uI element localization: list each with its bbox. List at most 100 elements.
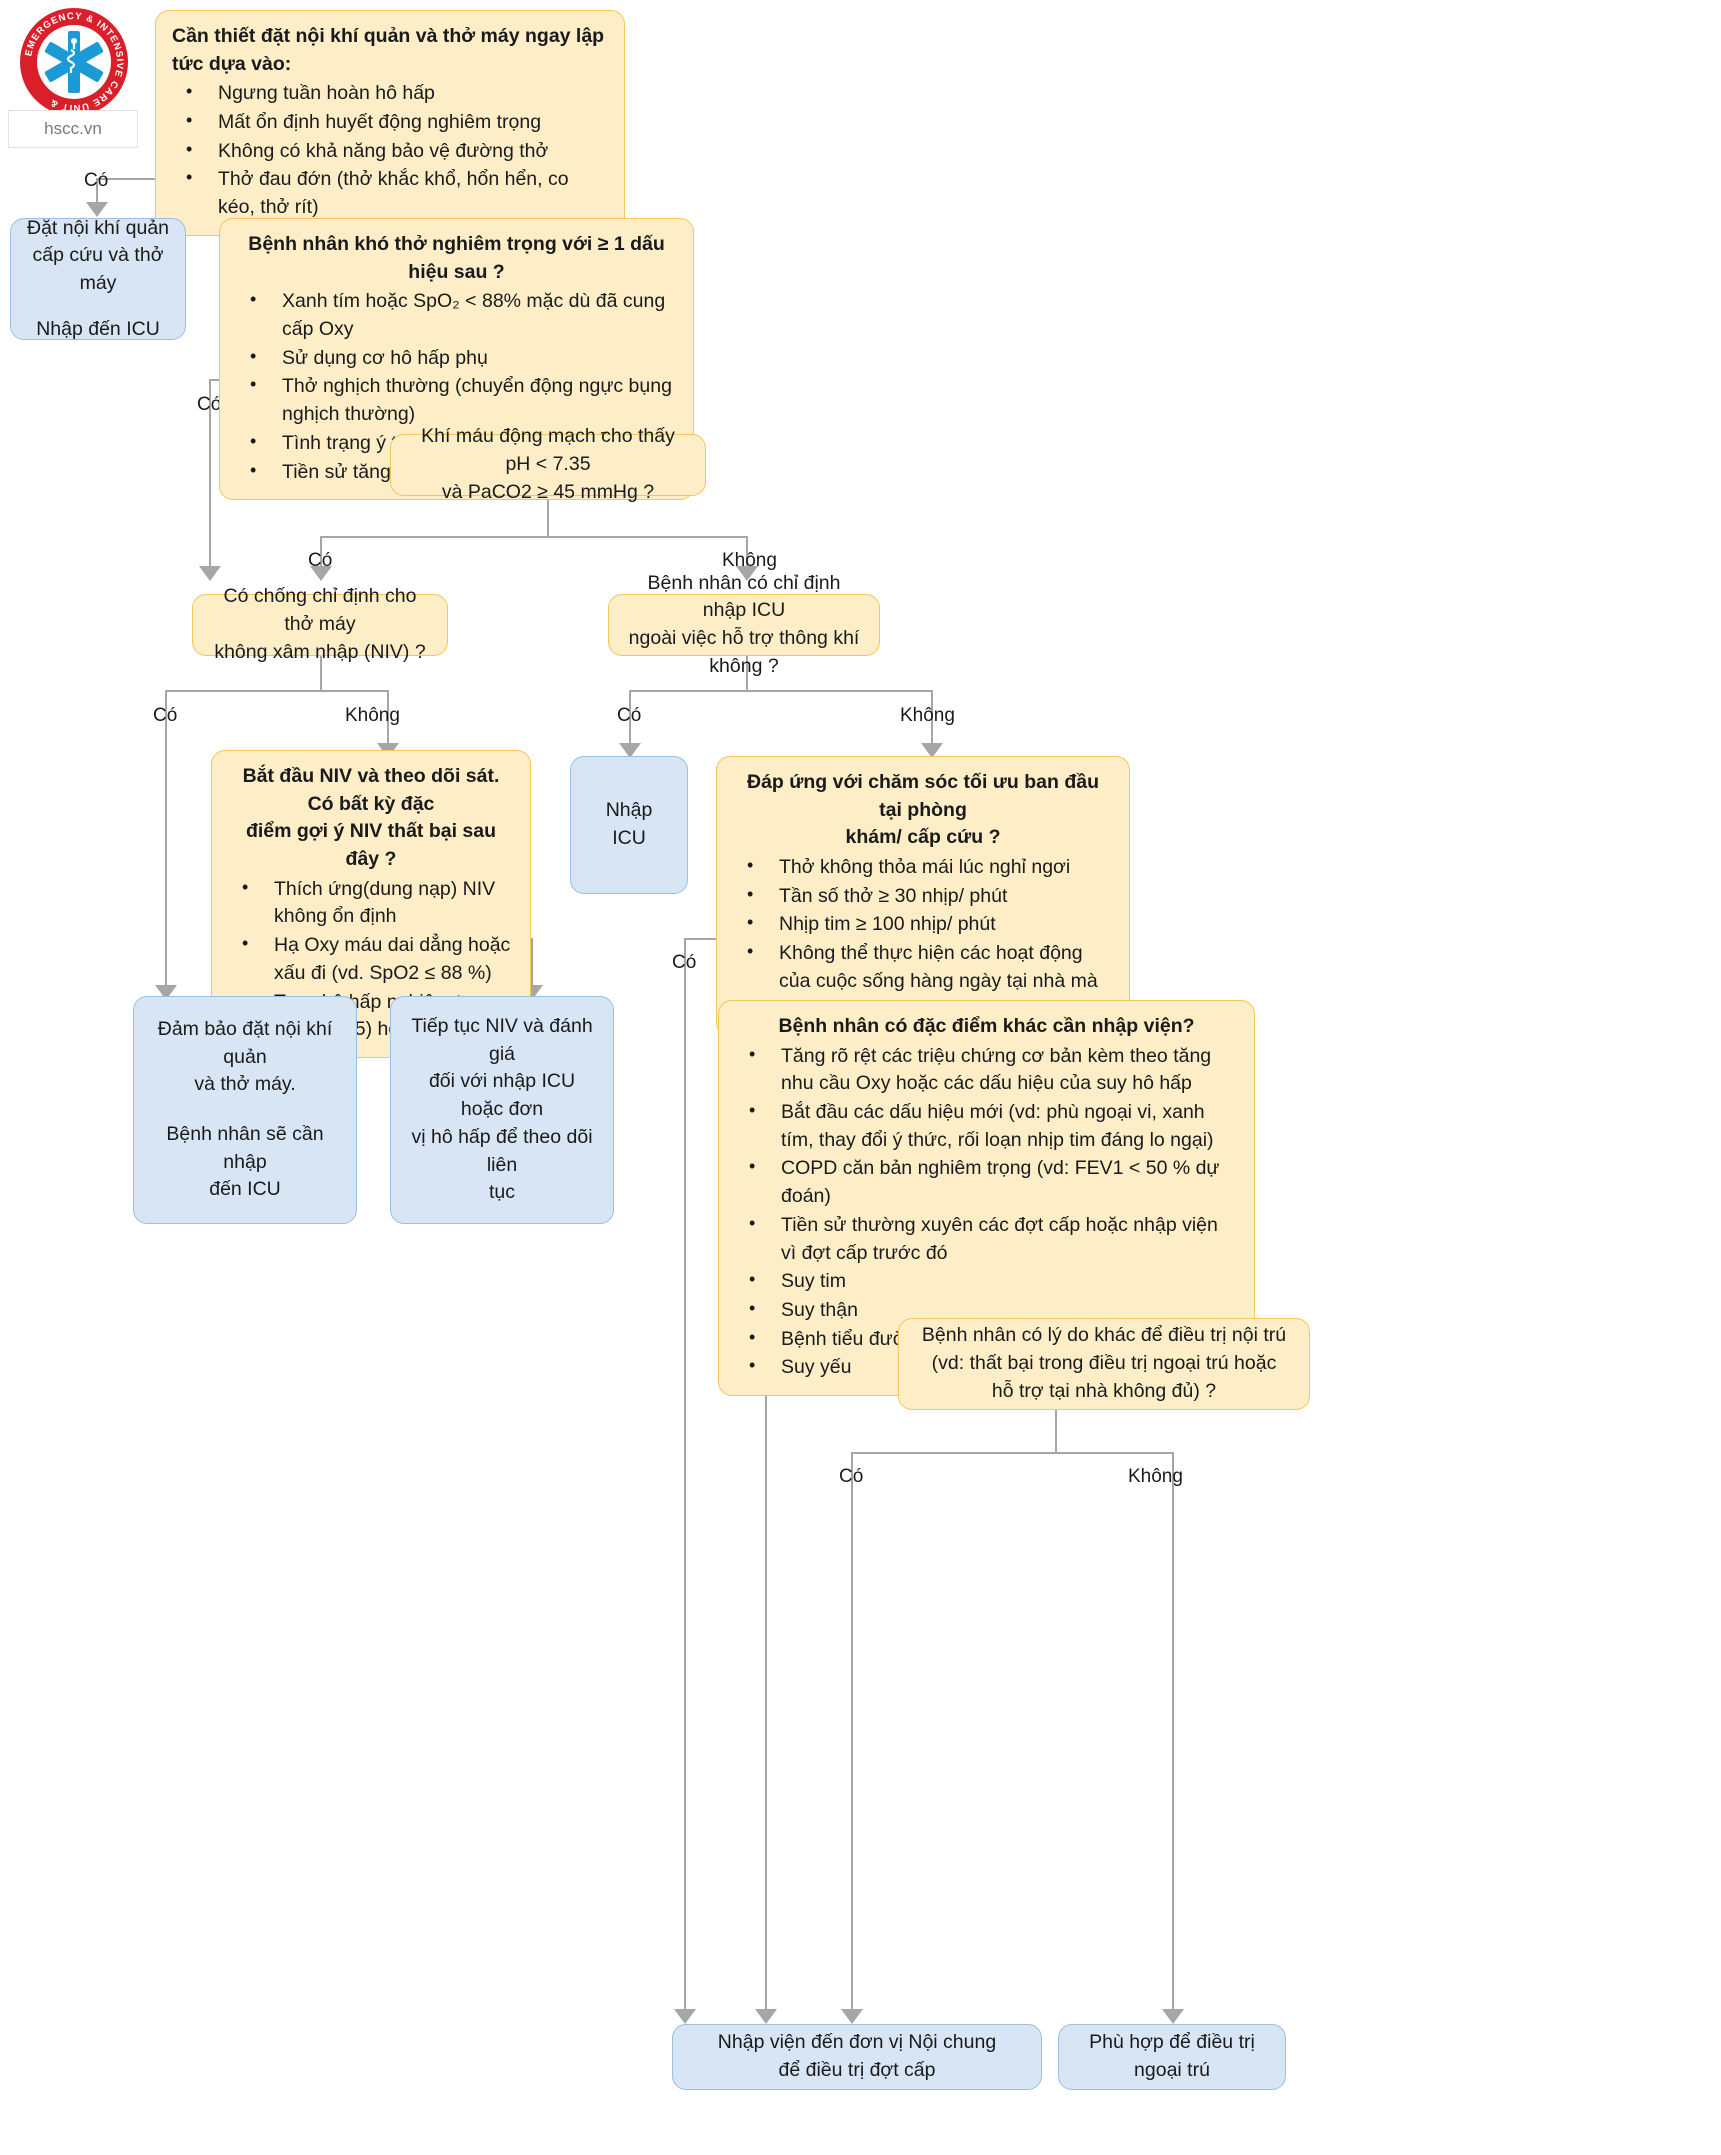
list-item: Thở đau đớn (thở khắc khổ, hổn hển, co k… — [172, 165, 608, 221]
branch-label-no: Không — [345, 705, 400, 726]
node-text-line: Đảm bảo đặt nội khí quản — [157, 1017, 333, 1068]
node-text-line: Tiếp tục NIV và đánh giá — [411, 1015, 593, 1065]
connector-line — [765, 1268, 767, 2014]
node-title-second-line: điểm gợi ý NIV thất bại sau đây ? — [245, 820, 497, 871]
connector-line — [165, 690, 387, 692]
logo-ring: EMERGENCY & INTENSIVE CARE UNIT & — [20, 8, 128, 116]
node-bullet-list: Thở không thỏa mái lúc nghỉ ngơi Tần số … — [733, 853, 1113, 1023]
node-outpatient-treatment[interactable]: Phù hợp để điều trị ngoại trú — [1058, 2024, 1286, 2090]
list-item: Thở nghịch thường (chuyển động ngực bụng… — [236, 372, 677, 428]
arrow-head — [619, 743, 641, 758]
branch-label-yes: Có — [839, 1466, 864, 1487]
list-item: Không có khả năng bảo vệ đường thở — [172, 137, 608, 166]
arrow-head — [1162, 2009, 1184, 2024]
node-text-line: Đặt nội khí quản — [27, 216, 170, 239]
connector-line — [629, 690, 931, 692]
node-admit-icu[interactable]: Nhập ICU — [570, 756, 688, 894]
logo-inner-circle — [37, 25, 111, 99]
connector-line — [547, 496, 549, 538]
node-text-line: vị hô hấp để theo dõi liên — [411, 1125, 593, 1176]
arrow-head — [841, 2009, 863, 2024]
branch-label-no: Không — [900, 705, 955, 726]
branch-label-yes: Có — [672, 952, 697, 973]
node-text-line: hỗ trợ tại nhà không đủ) ? — [991, 1379, 1217, 1402]
node-text-line: đối với nhập ICU hoặc đơn — [428, 1070, 576, 1121]
branch-label-yes: Có — [84, 170, 109, 191]
node-abg-result[interactable]: Khí máu động mạch cho thấy pH < 7.35 và … — [390, 425, 706, 503]
list-item: Bắt đầu các dấu hiệu mới (vd: phù ngoại … — [735, 1098, 1238, 1154]
branch-label-yes: Có — [153, 705, 178, 726]
node-title: Bệnh nhân khó thở nghiêm trọng với ≥ 1 d… — [248, 233, 665, 283]
node-ensure-intubation[interactable]: Đảm bảo đặt nội khí quản và thở máy. Bện… — [133, 996, 357, 1224]
list-item: Nhịp tim ≥ 100 nhịp/ phút — [733, 910, 1113, 939]
branch-label-yes: Có — [308, 550, 333, 571]
branch-label-yes: Có — [197, 394, 222, 415]
node-text-line: Nhập viện đến đơn vị Nội chung — [717, 2031, 997, 2054]
node-text-line: Bệnh nhân có lý do khác để điều trị nội … — [921, 1324, 1287, 1347]
node-text-line: Có chống chỉ định cho thở máy — [223, 585, 417, 636]
list-item: Ngưng tuần hoàn hô hấp — [172, 79, 608, 108]
node-text-line: đến ICU — [209, 1178, 281, 1201]
arrow-head — [310, 566, 332, 581]
arrow-head — [755, 2009, 777, 2024]
hscc-logo: EMERGENCY & INTENSIVE CARE UNIT & hscc.v… — [8, 6, 138, 148]
node-text-line: để điều trị đợt cấp — [778, 2059, 936, 2081]
node-niv-contraindication[interactable]: Có chống chỉ định cho thở máy không xâm … — [192, 585, 448, 663]
node-text-line: Phù hợp để điều trị — [1089, 2031, 1255, 2054]
connector-line — [684, 938, 686, 2014]
list-item: Sử dụng cơ hô hấp phụ — [236, 344, 677, 373]
node-text-line: ngoài việc hỗ trợ thông khí không ? — [628, 627, 860, 677]
connector-line — [320, 656, 322, 692]
logo-site-label: hscc.vn — [8, 110, 138, 148]
node-title: Bắt đầu NIV và theo dõi sát. Có bất kỳ đ… — [242, 765, 500, 815]
node-title-second-line: khám/ cấp cứu ? — [845, 826, 1001, 849]
list-item: Suy thận — [735, 1296, 1238, 1325]
node-icu-indication[interactable]: Bệnh nhân có chỉ định nhập ICU ngoài việ… — [608, 572, 880, 677]
connector-line — [531, 938, 533, 990]
list-item: Hạ Oxy máu dai dẳng hoặc xấu đi (vd. SpO… — [228, 931, 514, 987]
connector-line — [1172, 1452, 1174, 2014]
connector-line — [320, 536, 746, 538]
list-item: Thở không thỏa mái lúc nghỉ ngơi — [733, 853, 1113, 882]
branch-label-yes: Có — [617, 705, 642, 726]
list-item: Suy tim — [735, 1267, 1238, 1296]
node-text-line: (vd: thất bại trong điều trị ngoại trú h… — [931, 1352, 1277, 1375]
connector-line — [746, 656, 748, 692]
list-item: Mất ổn định huyết động nghiêm trọng — [172, 108, 608, 137]
arrow-head — [736, 566, 758, 581]
connector-line — [209, 379, 211, 571]
node-admit-general-ward[interactable]: Nhập viện đến đơn vị Nội chung để điều t… — [672, 2024, 1042, 2090]
branch-label-no: Không — [722, 550, 777, 571]
connector-line — [851, 1452, 853, 2014]
connector-line — [387, 690, 389, 748]
node-emergency-intubation[interactable]: Đặt nội khí quản cấp cứu và thở máy Nhập… — [10, 216, 186, 340]
node-title: Bệnh nhân có đặc điểm khác cần nhập viện… — [778, 1015, 1195, 1037]
node-continue-niv[interactable]: Tiếp tục NIV và đánh giá đối với nhập IC… — [390, 996, 614, 1224]
branch-label-no: Không — [1128, 1466, 1183, 1487]
list-item: COPD căn bản nghiêm trọng (vd: FEV1 < 50… — [735, 1154, 1238, 1210]
list-item: Xanh tím hoặc SpO₂ < 88% mặc dù đã cung … — [236, 287, 677, 343]
node-text-line: tục — [488, 1181, 515, 1204]
connector-line — [851, 1452, 1172, 1454]
connector-line — [629, 690, 631, 748]
node-title: Cần thiết đặt nội khí quản và thở máy ng… — [172, 25, 605, 75]
node-text-line: và thở máy. — [194, 1073, 296, 1096]
node-text-line: cấp cứu và thở máy — [32, 244, 164, 294]
connector-line — [1055, 1410, 1057, 1454]
connector-line — [746, 536, 748, 572]
node-text-line: và PaCO2 ≥ 45 mmHg ? — [441, 480, 655, 503]
list-item: Thích ứng(dung nạp) NIV không ổn định — [228, 875, 514, 931]
list-item: Tiền sử thường xuyên các đợt cấp hoặc nh… — [735, 1211, 1238, 1267]
star-of-life-icon — [44, 31, 104, 93]
node-text-line: Nhập đến ICU — [36, 317, 160, 340]
node-response-optimal-care[interactable]: Đáp ứng với chăm sóc tối ưu ban đầu tại … — [716, 756, 1130, 1038]
node-intubation-needed[interactable]: Cần thiết đặt nội khí quản và thở máy ng… — [155, 10, 625, 236]
node-bullet-list: Ngưng tuần hoàn hô hấp Mất ổn định huyết… — [172, 79, 608, 221]
list-item: Tăng rõ rệt các triệu chứng cơ bản kèm t… — [735, 1042, 1238, 1098]
node-text-line: Bệnh nhân có chỉ định nhập ICU — [647, 571, 841, 622]
arrow-head — [921, 743, 943, 758]
node-text-line: không xâm nhập (NIV) ? — [214, 640, 426, 663]
node-other-inpatient-reason[interactable]: Bệnh nhân có lý do khác để điều trị nội … — [898, 1318, 1310, 1410]
arrow-head — [674, 2009, 696, 2024]
